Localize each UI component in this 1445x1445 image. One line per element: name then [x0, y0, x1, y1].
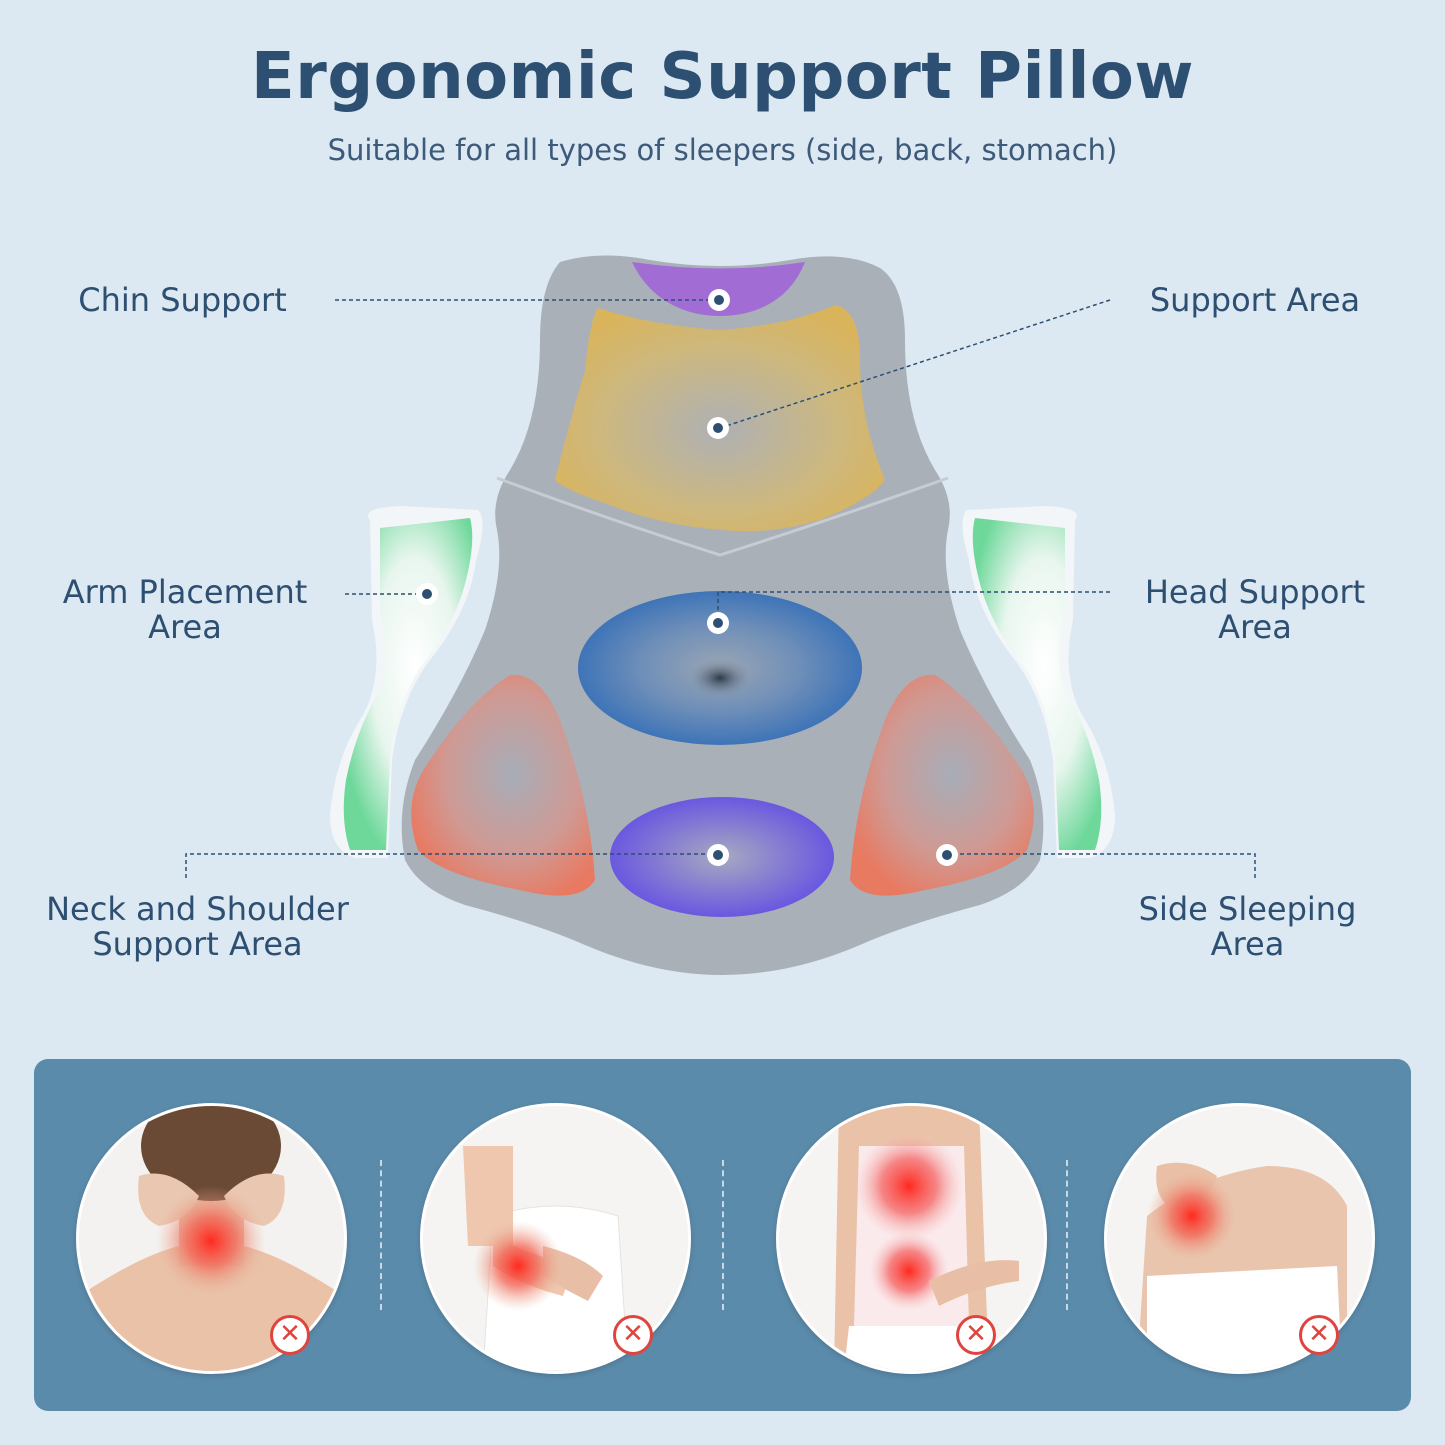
back-pain-photo — [776, 1103, 1047, 1374]
head-hollow — [688, 658, 752, 698]
arm-placement-label: Arm Placement Area — [62, 573, 308, 646]
pillow-seam — [496, 476, 949, 557]
neck-shoulder-label: Neck and Shoulder Support Area — [46, 890, 349, 963]
left-arm-zone — [343, 518, 473, 850]
shoulder-pain-photo — [1104, 1103, 1375, 1374]
x-mark-icon: ✕ — [956, 1315, 996, 1355]
zone-markers — [416, 289, 958, 866]
separator — [722, 1160, 724, 1310]
separator — [380, 1160, 382, 1310]
separator — [1066, 1160, 1068, 1310]
leader-lines — [185, 299, 1256, 878]
arm-marker — [416, 583, 438, 605]
page-subtitle: Suitable for all types of sleepers (side… — [327, 133, 1118, 167]
right-shoulder-zone — [850, 674, 1034, 896]
chin-support-label: Chin Support — [78, 281, 287, 319]
x-mark-icon: ✕ — [270, 1315, 310, 1355]
elbow-pain-photo — [420, 1103, 691, 1374]
page-title: Ergonomic Support Pillow — [251, 40, 1194, 114]
support-area-label: Support Area — [1149, 281, 1361, 319]
x-mark-icon: ✕ — [1299, 1315, 1339, 1355]
side-sleeping-label: Side Sleeping Area — [1138, 890, 1357, 963]
head-support-label: Head Support Area — [1144, 573, 1366, 646]
support-marker — [707, 417, 729, 439]
lower-marker — [707, 844, 729, 866]
side-marker — [936, 844, 958, 866]
x-mark-icon: ✕ — [613, 1315, 653, 1355]
right-arm-zone — [972, 518, 1102, 850]
pillow-diagram — [185, 255, 1256, 976]
chin-zone — [632, 262, 805, 316]
head-marker — [707, 612, 729, 634]
left-shoulder-zone — [411, 674, 595, 896]
chin-marker — [708, 289, 730, 311]
